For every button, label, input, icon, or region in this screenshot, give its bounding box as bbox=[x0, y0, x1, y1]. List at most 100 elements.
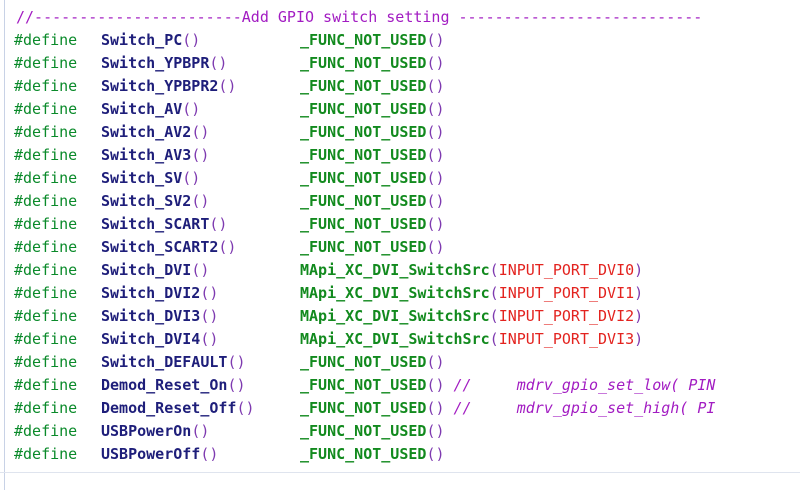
section-comment: //-----------------------Add GPIO switch… bbox=[16, 8, 703, 26]
macro-signature: Demod_Reset_Off() bbox=[101, 397, 255, 420]
define-keyword: #define bbox=[14, 399, 78, 417]
function-name: _FUNC_NOT_USED bbox=[300, 215, 427, 233]
function-name: _FUNC_NOT_USED bbox=[300, 100, 427, 118]
macro-parens: () bbox=[191, 123, 210, 141]
close-paren: ) bbox=[435, 192, 445, 210]
macro-name: Switch_DEFAULT bbox=[101, 353, 228, 371]
open-paren: ( bbox=[426, 146, 436, 164]
function-name: MApi_XC_DVI_SwitchSrc bbox=[300, 261, 490, 279]
function-name: _FUNC_NOT_USED bbox=[300, 445, 427, 463]
macro-signature: Switch_SCART() bbox=[101, 213, 227, 236]
close-paren: ) bbox=[435, 399, 445, 417]
macro-name: Switch_SCART2 bbox=[101, 238, 219, 256]
macro-name: Switch_AV2 bbox=[101, 123, 192, 141]
macro-parens: () bbox=[191, 192, 210, 210]
macro-parens: () bbox=[191, 146, 210, 164]
macro-parens: () bbox=[200, 330, 219, 348]
macro-value: _FUNC_NOT_USED() bbox=[300, 420, 445, 443]
macro-value: _FUNC_NOT_USED() bbox=[300, 236, 445, 259]
function-name: _FUNC_NOT_USED bbox=[300, 169, 427, 187]
macro-name: USBPowerOn bbox=[101, 422, 192, 440]
open-paren: ( bbox=[426, 169, 436, 187]
macro-parens: () bbox=[182, 100, 201, 118]
close-paren: ) bbox=[435, 100, 445, 118]
macro-name: Switch_YPBPR bbox=[101, 54, 210, 72]
macro-name: Switch_AV bbox=[101, 100, 183, 118]
macro-signature: Switch_SCART2() bbox=[101, 236, 236, 259]
macro-signature: Switch_AV3() bbox=[101, 144, 209, 167]
macro-signature: Switch_YPBPR2() bbox=[101, 75, 236, 98]
define-keyword: #define bbox=[14, 353, 78, 371]
open-paren: ( bbox=[426, 376, 436, 394]
macro-signature: Switch_YPBPR() bbox=[101, 52, 227, 75]
macro-parens: () bbox=[191, 422, 210, 440]
macro-parens: () bbox=[209, 215, 228, 233]
macro-value: _FUNC_NOT_USED() bbox=[300, 443, 445, 466]
open-paren: ( bbox=[426, 54, 436, 72]
open-paren: ( bbox=[426, 238, 436, 256]
define-keyword: #define bbox=[14, 54, 78, 72]
inline-comment: // mdrv_gpio_set_high( PI bbox=[453, 399, 716, 417]
open-paren: ( bbox=[426, 123, 436, 141]
function-name: MApi_XC_DVI_SwitchSrc bbox=[300, 284, 490, 302]
function-name: MApi_XC_DVI_SwitchSrc bbox=[300, 307, 490, 325]
define-keyword: #define bbox=[14, 445, 78, 463]
macro-value: _FUNC_NOT_USED() bbox=[300, 144, 445, 167]
macro-name: Switch_YPBPR2 bbox=[101, 77, 219, 95]
function-name: _FUNC_NOT_USED bbox=[300, 77, 427, 95]
macro-parens: () bbox=[191, 261, 210, 279]
macro-value: _FUNC_NOT_USED() // mdrv_gpio_set_low( P… bbox=[300, 374, 715, 397]
macro-signature: Switch_AV2() bbox=[101, 121, 209, 144]
close-paren: ) bbox=[435, 77, 445, 95]
macro-parens: () bbox=[236, 399, 255, 417]
define-keyword: #define bbox=[14, 123, 78, 141]
macro-name: Switch_SV bbox=[101, 169, 183, 187]
macro-value: MApi_XC_DVI_SwitchSrc(INPUT_PORT_DVI0) bbox=[300, 259, 643, 282]
define-keyword: #define bbox=[14, 100, 78, 118]
close-paren: ) bbox=[435, 54, 445, 72]
macro-signature: Switch_DVI4() bbox=[101, 328, 218, 351]
argument: INPUT_PORT_DVI2 bbox=[498, 307, 635, 325]
macro-name: Demod_Reset_Off bbox=[101, 399, 237, 417]
open-paren: ( bbox=[426, 77, 436, 95]
function-name: _FUNC_NOT_USED bbox=[300, 399, 427, 417]
define-keyword: #define bbox=[14, 192, 78, 210]
define-keyword: #define bbox=[14, 238, 78, 256]
close-paren: ) bbox=[435, 422, 445, 440]
macro-value: _FUNC_NOT_USED() bbox=[300, 29, 445, 52]
macro-signature: Switch_DVI() bbox=[101, 259, 209, 282]
macro-parens: () bbox=[218, 238, 237, 256]
macro-value: _FUNC_NOT_USED() bbox=[300, 52, 445, 75]
function-name: _FUNC_NOT_USED bbox=[300, 146, 427, 164]
code-area[interactable]: //-----------------------Add GPIO switch… bbox=[0, 6, 800, 466]
open-paren: ( bbox=[489, 307, 499, 325]
argument: INPUT_PORT_DVI0 bbox=[498, 261, 635, 279]
editor-bottom-divider bbox=[0, 472, 800, 473]
macro-parens: () bbox=[200, 307, 219, 325]
function-name: _FUNC_NOT_USED bbox=[300, 31, 427, 49]
close-paren: ) bbox=[435, 123, 445, 141]
define-keyword: #define bbox=[14, 422, 78, 440]
macro-value: _FUNC_NOT_USED() bbox=[300, 167, 445, 190]
macro-parens: () bbox=[209, 54, 228, 72]
function-name: _FUNC_NOT_USED bbox=[300, 192, 427, 210]
macro-name: Switch_DVI2 bbox=[101, 284, 201, 302]
macro-signature: Switch_DVI2() bbox=[101, 282, 218, 305]
macro-name: Switch_DVI bbox=[101, 261, 192, 279]
close-paren: ) bbox=[634, 261, 644, 279]
function-name: MApi_XC_DVI_SwitchSrc bbox=[300, 330, 490, 348]
open-paren: ( bbox=[426, 353, 436, 371]
macro-name: Switch_SCART bbox=[101, 215, 210, 233]
define-keyword: #define bbox=[14, 376, 78, 394]
function-name: _FUNC_NOT_USED bbox=[300, 238, 427, 256]
